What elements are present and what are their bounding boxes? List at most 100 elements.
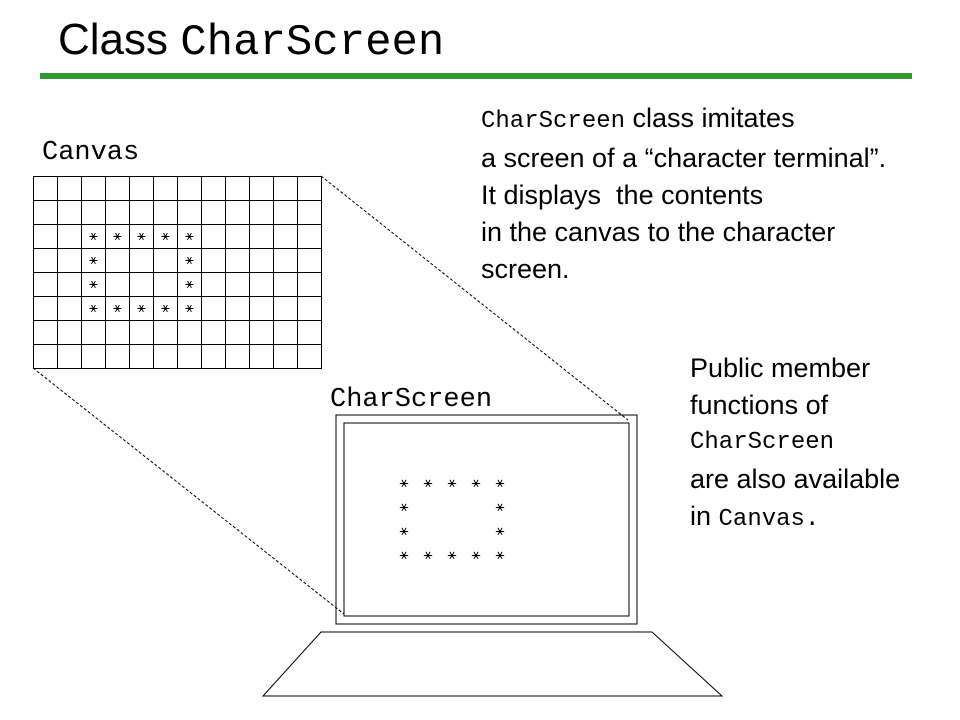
- monitor-screen: [343, 422, 630, 617]
- canvas-cell: [130, 249, 154, 273]
- canvas-cell: [82, 177, 106, 201]
- canvas-cell: ⚹: [178, 273, 202, 297]
- member-note-code: CharScreen: [690, 429, 835, 456]
- title-rule: [40, 73, 912, 79]
- canvas-cell: [34, 297, 58, 321]
- canvas-cell: [82, 345, 106, 369]
- canvas-cell: [106, 249, 130, 273]
- canvas-cell: [106, 201, 130, 225]
- canvas-cell: [298, 225, 322, 249]
- canvas-cell: [154, 345, 178, 369]
- canvas-cell: [298, 249, 322, 273]
- canvas-cell: [34, 225, 58, 249]
- canvas-cell: ⚹: [130, 297, 154, 321]
- screen-glyph: [440, 494, 464, 518]
- canvas-cell: [34, 201, 58, 225]
- canvas-cell: [58, 177, 82, 201]
- screen-glyph-grid: ⚹⚹⚹⚹⚹⚹⚹⚹⚹⚹⚹⚹⚹⚹: [392, 470, 516, 566]
- canvas-cell: [226, 297, 250, 321]
- screen-glyph: ⚹: [471, 473, 481, 491]
- canvas-cell: [202, 321, 226, 345]
- canvas-cell: [250, 321, 274, 345]
- description-line-4: in the canvas to the character: [481, 217, 836, 247]
- canvas-cell: [58, 297, 82, 321]
- canvas-cell: ⚹: [154, 297, 178, 321]
- canvas-cell: [178, 177, 202, 201]
- canvas-cell: [130, 273, 154, 297]
- screen-glyph: ⚹: [399, 497, 409, 515]
- slide-title-code: CharScreen: [180, 18, 445, 68]
- canvas-cell: [274, 225, 298, 249]
- canvas-cell: [298, 273, 322, 297]
- screen-glyph: ⚹: [495, 473, 505, 491]
- slide-title: Class CharScreen: [58, 12, 444, 71]
- canvas-cell: [106, 321, 130, 345]
- canvas-cell: ⚹: [82, 273, 106, 297]
- member-note-line-5: in Canvas.: [690, 498, 900, 538]
- screen-glyph: ⚹: [423, 473, 433, 491]
- canvas-cell: [130, 345, 154, 369]
- canvas-cell: [34, 345, 58, 369]
- canvas-cell: [178, 321, 202, 345]
- screen-glyph: ⚹: [495, 497, 505, 515]
- canvas-cell: ⚹: [82, 225, 106, 249]
- canvas-cell: [82, 321, 106, 345]
- canvas-cell: [34, 177, 58, 201]
- canvas-cell: [202, 225, 226, 249]
- canvas-cell: [154, 273, 178, 297]
- canvas-cell: [58, 225, 82, 249]
- canvas-grid: ⚹⚹⚹⚹⚹⚹⚹⚹⚹⚹⚹⚹⚹⚹: [33, 176, 322, 369]
- canvas-cell: [274, 201, 298, 225]
- canvas-cell: [58, 345, 82, 369]
- canvas-cell: [106, 273, 130, 297]
- canvas-cell: ⚹: [154, 225, 178, 249]
- screen-glyph: ⚹: [495, 521, 505, 539]
- canvas-cell: [226, 345, 250, 369]
- canvas-cell: ⚹: [82, 297, 106, 321]
- monitor-keyboard: [261, 631, 724, 697]
- projection-line-bottom: [32, 367, 345, 615]
- canvas-cell: [274, 297, 298, 321]
- canvas-cell: [178, 201, 202, 225]
- description-code: CharScreen: [481, 108, 626, 135]
- canvas-cell: [154, 249, 178, 273]
- canvas-cell: [202, 297, 226, 321]
- slide-title-prefix: Class: [58, 15, 169, 64]
- canvas-cell: [274, 321, 298, 345]
- canvas-label: Canvas: [42, 138, 140, 168]
- canvas-cell: [226, 201, 250, 225]
- canvas-cell: [250, 201, 274, 225]
- canvas-cell: [34, 321, 58, 345]
- canvas-cell: ⚹: [82, 249, 106, 273]
- canvas-cell: [178, 345, 202, 369]
- canvas-cell: [226, 249, 250, 273]
- canvas-cell: [298, 345, 322, 369]
- member-note-line-2: functions of: [690, 390, 829, 420]
- canvas-cell: [250, 345, 274, 369]
- canvas-cell: [250, 297, 274, 321]
- member-note-line-1: Public member: [690, 353, 871, 383]
- canvas-cell: [202, 177, 226, 201]
- canvas-cell: [274, 273, 298, 297]
- canvas-cell: [130, 321, 154, 345]
- canvas-cell: [58, 201, 82, 225]
- canvas-cell: [298, 321, 322, 345]
- canvas-cell: [58, 249, 82, 273]
- canvas-cell: [274, 345, 298, 369]
- canvas-cell: [298, 177, 322, 201]
- canvas-cell: [34, 249, 58, 273]
- canvas-cell: ⚹: [178, 297, 202, 321]
- canvas-cell: [34, 273, 58, 297]
- canvas-cell: [58, 321, 82, 345]
- charscreen-label: CharScreen: [330, 385, 493, 415]
- canvas-cell: [226, 177, 250, 201]
- canvas-cell: [250, 177, 274, 201]
- screen-glyph: [464, 518, 488, 542]
- screen-glyph: ⚹: [399, 545, 409, 563]
- canvas-cell: [202, 201, 226, 225]
- canvas-cell: [130, 201, 154, 225]
- screen-glyph: ⚹: [495, 545, 505, 563]
- canvas-cell: [154, 177, 178, 201]
- canvas-cell: ⚹: [106, 297, 130, 321]
